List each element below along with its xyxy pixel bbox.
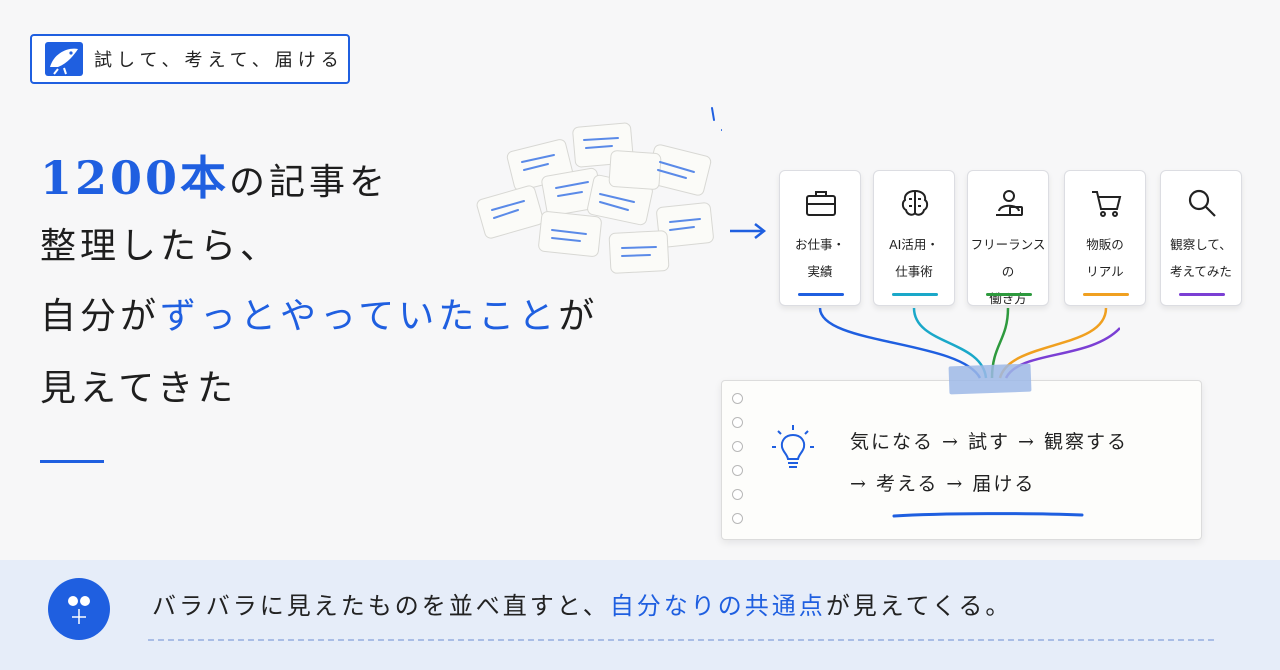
- brush-underline: [892, 512, 1084, 518]
- category-label: AI活用・ 仕事術: [889, 237, 939, 279]
- footer-highlight: 自分なりの共通点: [609, 592, 826, 620]
- headline-highlight: ずっとやっていたこと: [160, 296, 559, 337]
- category-color-bar: [798, 293, 844, 296]
- category-label: フリーランスの 働き方: [970, 237, 1046, 306]
- briefcase-icon: [806, 191, 836, 216]
- headline-line-3: 自分がずっとやっていたことが: [40, 281, 598, 353]
- headline-divider: [40, 460, 104, 463]
- article-count: 1200本: [40, 151, 230, 205]
- lightbulb-icon: [772, 425, 814, 468]
- headline-line-1-rest: の記事を: [229, 162, 390, 203]
- process-line-1: 気になる → 試す → 観察する: [850, 431, 1128, 453]
- headline-line-3-post: が: [558, 296, 599, 337]
- category-color-bar: [892, 293, 938, 296]
- category-label: お仕事・ 実績: [794, 237, 845, 279]
- category-color-bar: [1083, 293, 1129, 296]
- category-label: 物販の リアル: [1086, 237, 1124, 279]
- category-card-work: お仕事・ 実績: [779, 170, 861, 306]
- category-color-bar: [986, 293, 1032, 296]
- freelancer-icon: [996, 190, 1023, 216]
- category-card-freelance: フリーランスの 働き方: [967, 170, 1049, 306]
- category-card-ai: AI活用・ 仕事術: [873, 170, 955, 306]
- footer-text-post: が見えてくる。: [825, 592, 1013, 620]
- headline-line-1: 1200本の記事を: [40, 148, 598, 213]
- headline-line-4: 見えてきた: [40, 368, 238, 409]
- headline-line-3-pre: 自分が: [40, 296, 161, 337]
- connect-dots-icon: [48, 578, 110, 640]
- whale-icon: [45, 42, 83, 76]
- brand-tag: 試して、考えて、届ける: [30, 34, 350, 84]
- category-label: 観察して、 考えてみた: [1170, 237, 1232, 279]
- brain-icon: [901, 189, 929, 216]
- magnifier-icon: [1188, 189, 1216, 217]
- category-connectors: [818, 307, 1120, 379]
- note-binder-holes: [732, 389, 746, 529]
- footer-message: バラバラに見えたものを並べ直すと、自分なりの共通点が見えてくる。: [152, 586, 1012, 621]
- brand-tagline: 試して、考えて、届ける: [94, 50, 344, 71]
- category-card-retail: 物販の リアル: [1064, 170, 1146, 306]
- process-line-2: → 考える → 届ける: [850, 473, 1036, 495]
- headline: 1200本の記事を 整理したら、 自分がずっとやっていたことが 見えてきた: [40, 148, 598, 425]
- footer-text-pre: バラバラに見えたものを並べ直すと、: [152, 592, 610, 620]
- scattered-article-cards-icon: [476, 107, 722, 274]
- footer-band: バラバラに見えたものを並べ直すと、自分なりの共通点が見えてくる。: [0, 560, 1280, 670]
- masking-tape: [948, 363, 1032, 395]
- headline-line-2: 整理したら、: [40, 226, 281, 267]
- category-color-bar: [1179, 293, 1225, 296]
- category-card-observe: 観察して、 考えてみた: [1160, 170, 1242, 306]
- arrow-right-icon: [730, 223, 767, 239]
- note-card: 気になる → 試す → 観察する → 考える → 届ける: [721, 380, 1202, 540]
- cart-icon: [1092, 191, 1122, 217]
- footer-dashed-rule: [148, 639, 1214, 641]
